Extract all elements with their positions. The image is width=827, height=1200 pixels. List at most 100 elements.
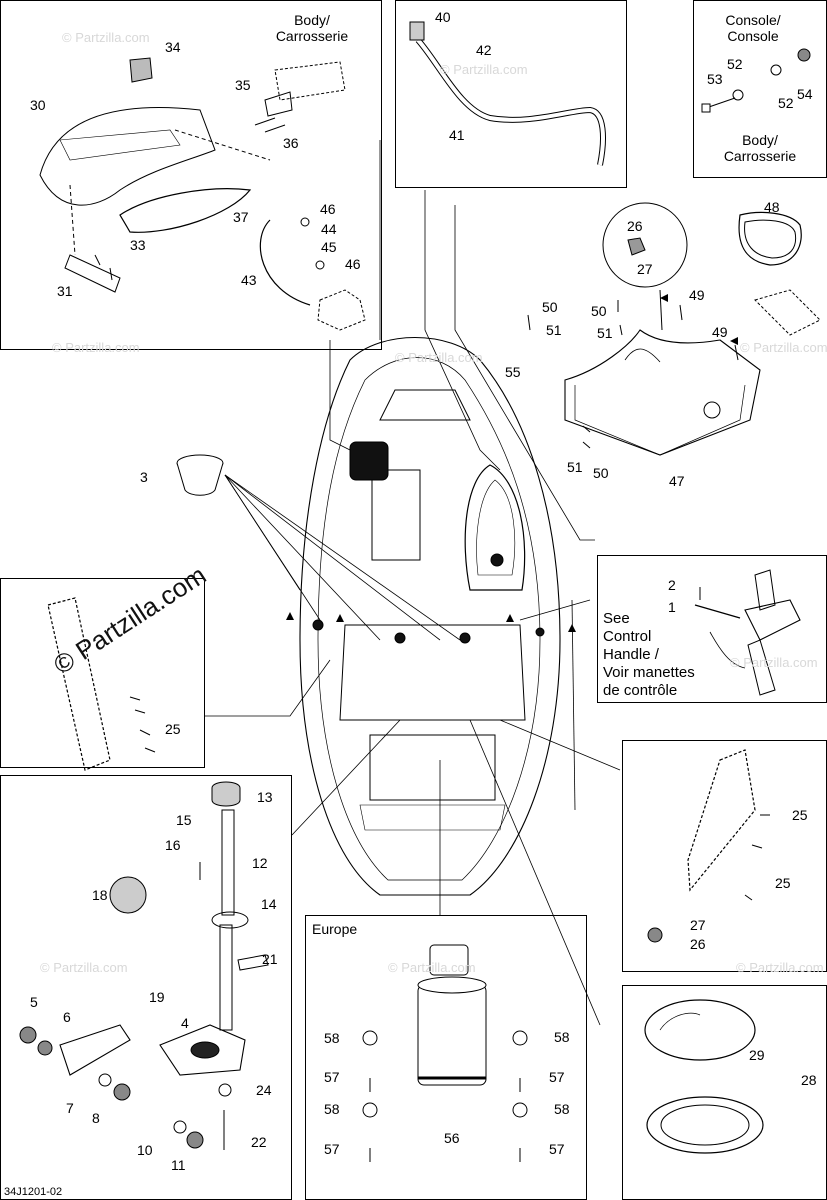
callout-51c: 51 — [567, 459, 583, 475]
panel-right-door — [622, 740, 827, 972]
callout-58b: 58 — [324, 1101, 340, 1117]
callout-15: 15 — [176, 812, 192, 828]
callout-8: 8 — [92, 1110, 100, 1126]
callout-27b: 27 — [690, 917, 706, 933]
callout-50b: 50 — [591, 303, 607, 319]
callout-16: 16 — [165, 837, 181, 853]
callout-13: 13 — [257, 789, 273, 805]
callout-34: 34 — [165, 39, 181, 55]
callout-58c: 58 — [554, 1029, 570, 1045]
callout-31: 31 — [57, 283, 73, 299]
callout-28: 28 — [801, 1072, 817, 1088]
callout-3: 3 — [140, 469, 148, 485]
caption-body-right-line2: Carrosserie — [723, 148, 797, 164]
callout-56: 56 — [444, 1130, 460, 1146]
callout-57c: 57 — [549, 1069, 565, 1085]
callout-51a: 51 — [546, 322, 562, 338]
callout-58a: 58 — [324, 1030, 340, 1046]
callout-57b: 57 — [324, 1141, 340, 1157]
callout-26a: 26 — [627, 218, 643, 234]
panel-left-door — [0, 578, 205, 768]
callout-30: 30 — [30, 97, 46, 113]
canister-part — [417, 944, 487, 1086]
callout-29: 29 — [749, 1047, 765, 1063]
callout-26b: 26 — [690, 936, 706, 952]
panel-hatch — [622, 985, 827, 1200]
callout-22: 22 — [251, 1134, 267, 1150]
panel-mechanism — [0, 775, 292, 1200]
caption-body-top-line2: Carrosserie — [275, 28, 349, 44]
callout-45: 45 — [321, 239, 337, 255]
callout-1: 1 — [668, 599, 676, 615]
callout-48: 48 — [764, 199, 780, 215]
callout-37: 37 — [233, 209, 249, 225]
hatch-cover-part — [644, 999, 764, 1154]
panel-europe — [305, 915, 587, 1200]
callout-27a: 27 — [637, 261, 653, 277]
callout-51b: 51 — [597, 325, 613, 341]
caption-see-control-handle: See Control Handle / Voir manettes de co… — [603, 610, 695, 699]
callout-14: 14 — [261, 896, 277, 912]
callout-49a: 49 — [689, 287, 705, 303]
callout-12: 12 — [252, 855, 268, 871]
callout-46b: 46 — [345, 256, 361, 272]
jet-ski-hull-outline — [299, 337, 561, 896]
callout-50c: 50 — [593, 465, 609, 481]
callout-33: 33 — [130, 237, 146, 253]
callout-40: 40 — [435, 9, 451, 25]
watermark-2: © Partzilla.com — [440, 62, 528, 77]
callout-58d: 58 — [554, 1101, 570, 1117]
panel-tube — [395, 0, 627, 188]
callout-49b: 49 — [712, 324, 728, 340]
callout-55: 55 — [505, 364, 521, 380]
callout-10: 10 — [137, 1142, 153, 1158]
callout-44: 44 — [321, 221, 337, 237]
callout-50a: 50 — [542, 299, 558, 315]
callout-36: 36 — [283, 135, 299, 151]
diagram-reference: 34J1201-02 — [4, 1186, 63, 1198]
watermark-5: © Partzilla.com — [740, 340, 827, 355]
callout-52: 52 — [727, 56, 743, 72]
caption-body-right-line1: Body/ — [742, 132, 778, 148]
callout-25a: 25 — [165, 721, 181, 737]
callout-57e: 57 — [549, 1141, 565, 1157]
callout-41: 41 — [449, 127, 465, 143]
callout-54: 54 — [797, 86, 813, 102]
bracket-part — [564, 211, 821, 456]
callout-11: 11 — [171, 1157, 186, 1173]
cup-holder-part — [176, 454, 224, 496]
watermark-8: © Partzilla.com — [388, 960, 476, 975]
panel-seat — [0, 0, 382, 350]
watermark-9: © Partzilla.com — [736, 960, 824, 975]
bolt-icon — [94, 97, 770, 1162]
tube-part — [409, 21, 606, 166]
caption-body-top-line1: Body/ — [294, 12, 330, 28]
callout-6: 6 — [63, 1009, 71, 1025]
callout-4: 4 — [181, 1015, 189, 1031]
callout-43: 43 — [241, 272, 257, 288]
watermark-6: © Partzilla.com — [730, 655, 818, 670]
washer-icon — [218, 64, 782, 1118]
callout-19: 19 — [149, 989, 165, 1005]
callout-25b: 25 — [792, 807, 808, 823]
callout-42: 42 — [476, 42, 492, 58]
caption-europe: Europe — [312, 921, 358, 937]
callout-47: 47 — [669, 473, 685, 489]
nut-icon — [19, 48, 811, 1149]
callout-46: 46 — [320, 201, 336, 217]
callout-24: 24 — [256, 1082, 272, 1098]
callout-2: 2 — [668, 577, 676, 593]
callout-21: 21 — [262, 951, 278, 967]
caption-console: Console/ Console — [708, 12, 798, 44]
watermark-1: © Partzilla.com — [62, 30, 150, 45]
callout-25c: 25 — [775, 875, 791, 891]
callout-52b: 52 — [778, 95, 794, 111]
callout-7: 7 — [66, 1100, 74, 1116]
caption-body-top: Body/ Carrosserie — [262, 12, 362, 44]
watermark-4: © Partzilla.com — [395, 350, 483, 365]
seat-part — [39, 57, 346, 306]
callout-5: 5 — [30, 994, 38, 1010]
watermark-3: © Partzilla.com — [52, 340, 140, 355]
callout-18: 18 — [92, 887, 108, 903]
watermark-7: © Partzilla.com — [40, 960, 128, 975]
